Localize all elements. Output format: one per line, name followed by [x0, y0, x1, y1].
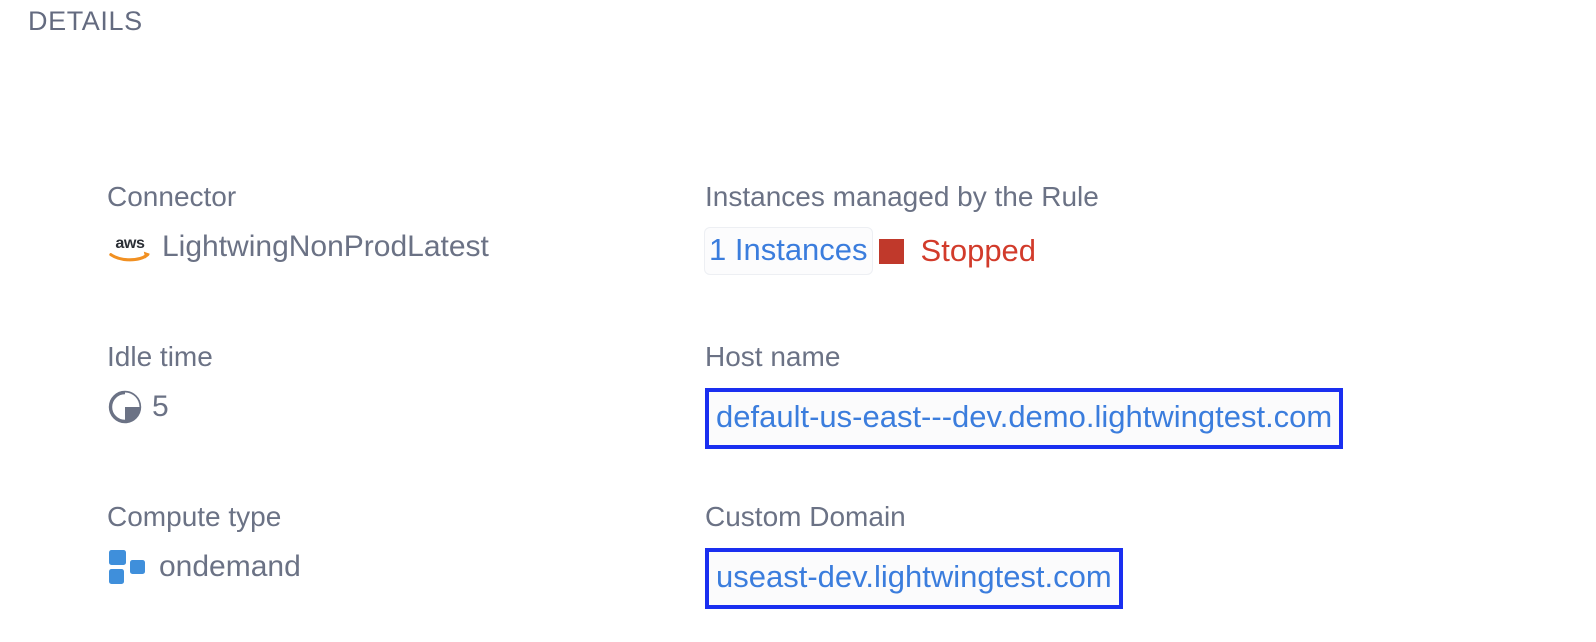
clock-pie-icon: [107, 389, 143, 425]
compute-cluster-icon: [107, 549, 149, 585]
svg-text:aws: aws: [115, 234, 145, 252]
details-grid: Connector aws LightwingNonProdLatest Ins…: [107, 180, 1567, 642]
instances-managed-label: Instances managed by the Rule: [705, 181, 1099, 212]
custom-domain-label: Custom Domain: [705, 501, 906, 532]
host-name-highlight-box[interactable]: default-us-east---dev.demo.lightwingtest…: [705, 388, 1344, 449]
connector-name: LightwingNonProdLatest: [162, 230, 489, 263]
host-name-value[interactable]: default-us-east---dev.demo.lightwingtest…: [716, 399, 1333, 434]
connector-value-row: aws LightwingNonProdLatest: [107, 228, 705, 266]
compute-type-value-row: ondemand: [107, 548, 705, 586]
field-compute-type: Compute type ondemand: [107, 500, 705, 642]
field-custom-domain: Custom Domain useast-dev.lightwingtest.c…: [705, 500, 1567, 642]
page-title: DETAILS: [28, 6, 143, 36]
host-name-label: Host name: [705, 341, 841, 372]
field-host-name: Host name default-us-east---dev.demo.lig…: [705, 340, 1567, 500]
aws-logo-icon: aws: [107, 230, 153, 264]
instances-value-row: 1 Instances Stopped: [705, 228, 1567, 274]
custom-domain-highlight-box[interactable]: useast-dev.lightwingtest.com: [705, 548, 1123, 609]
connector-label: Connector: [107, 181, 237, 212]
field-connector: Connector aws LightwingNonProdLatest: [107, 180, 705, 340]
idle-time-value: 5: [152, 390, 169, 423]
compute-type-label: Compute type: [107, 501, 282, 532]
idle-time-value-row: 5: [107, 388, 705, 426]
compute-type-value: ondemand: [159, 550, 301, 583]
custom-domain-value[interactable]: useast-dev.lightwingtest.com: [716, 559, 1112, 594]
field-instances-managed: Instances managed by the Rule 1 Instance…: [705, 180, 1567, 340]
idle-time-label: Idle time: [107, 341, 213, 372]
instances-chip[interactable]: 1 Instances: [705, 228, 872, 274]
status-badge: Stopped: [920, 233, 1037, 268]
instances-count-link[interactable]: 1 Instances: [709, 232, 868, 267]
field-idle-time: Idle time 5: [107, 340, 705, 500]
stopped-square-icon: [878, 238, 904, 264]
